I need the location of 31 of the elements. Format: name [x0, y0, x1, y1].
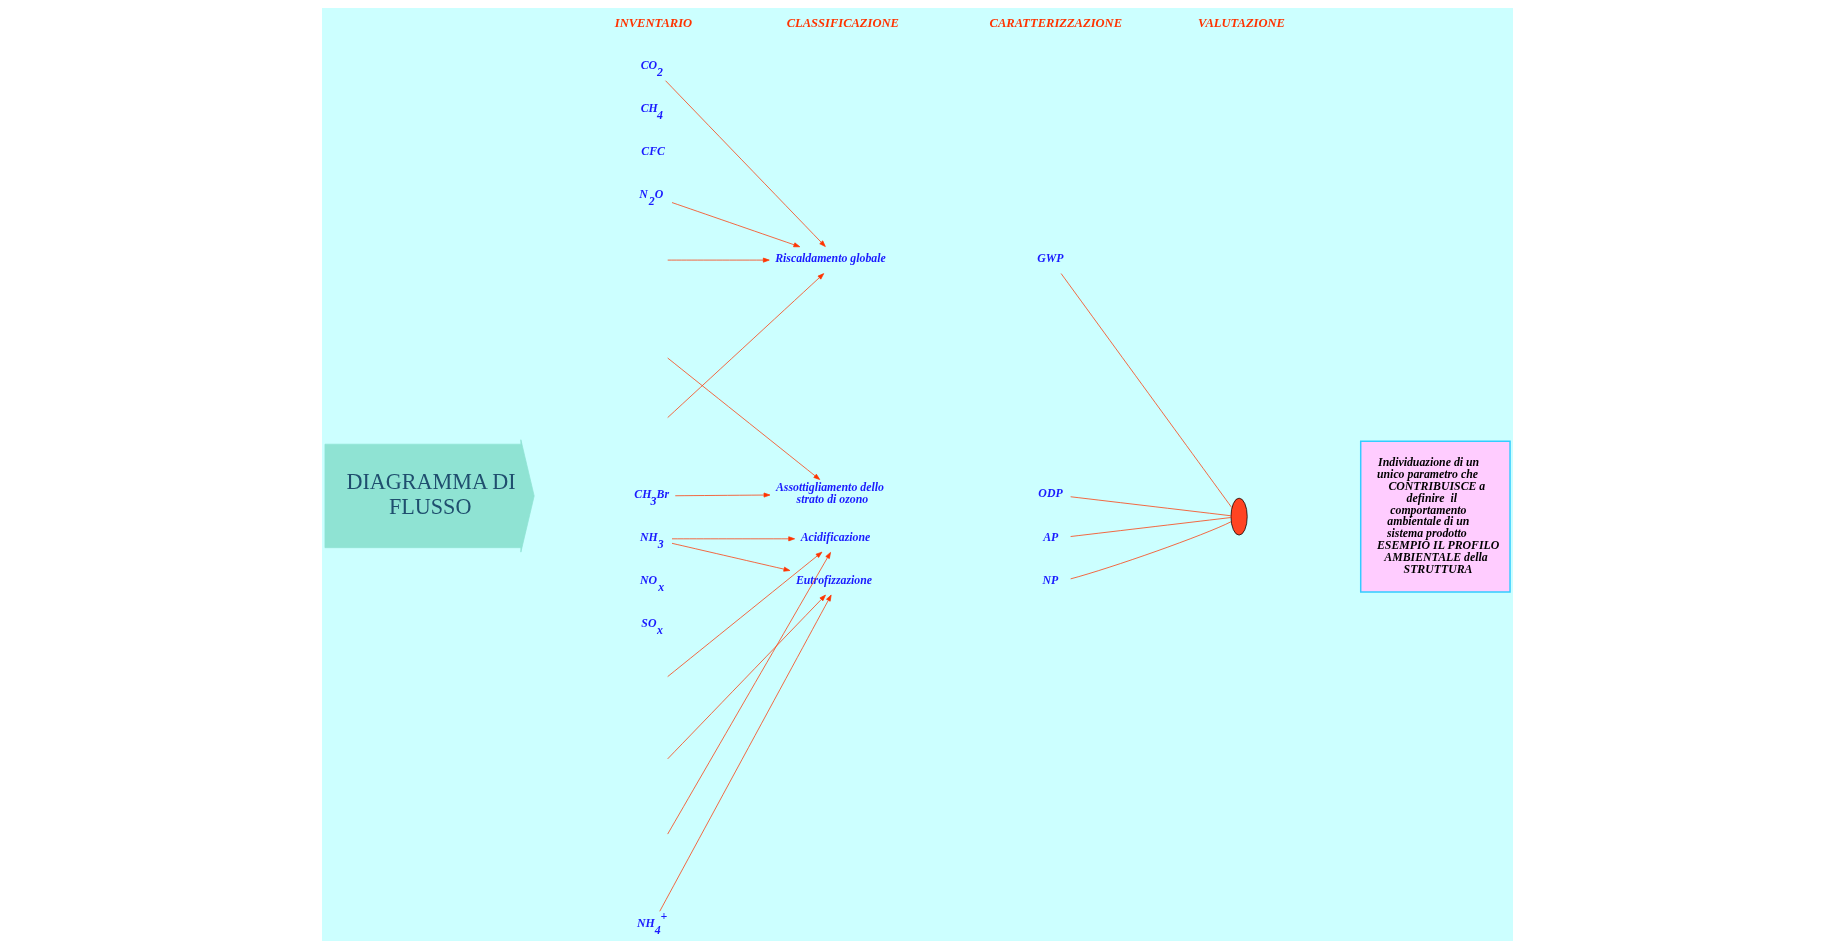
connector [1060, 273, 1232, 508]
arrow [671, 202, 800, 248]
node-text: CFC [640, 143, 665, 158]
node-text: GWP [1036, 251, 1064, 266]
arrow [666, 257, 770, 263]
arrow [671, 536, 795, 542]
label: CLASSIFICAZIONE [786, 15, 899, 30]
node-text: Acidificazione [800, 529, 870, 544]
arrow [666, 357, 820, 480]
connector [1069, 496, 1231, 517]
node-text: Assottigliamento dello strato di ozono [775, 480, 884, 507]
arrow [674, 492, 770, 498]
arrow [666, 552, 831, 835]
arrow [666, 273, 824, 418]
arrow [666, 594, 832, 760]
arrow [666, 551, 822, 677]
node-text: Eutrofizzazione [795, 572, 872, 587]
node-text: AP [1042, 529, 1058, 544]
arrow [658, 594, 832, 912]
connector [1069, 517, 1231, 537]
label: VALUTAZIONE [1197, 15, 1285, 30]
label: CARATTERIZZAZIONE [989, 15, 1122, 30]
node-text: NP [1041, 572, 1058, 587]
connector [1069, 521, 1231, 580]
arrow [664, 80, 826, 247]
node-text: Riscaldamento globale [774, 251, 886, 266]
node-box: Individuazione di un unico parametro che CONTRIBUISCE a definire il comportamento ambientale di un sistema prodotto ESEMPIO IL PROFILO AMBIENTALE della STRUTTURA [1359, 440, 1511, 593]
arrow [671, 542, 790, 572]
label: INVENTARIO [614, 15, 692, 30]
node-ellipse [1230, 497, 1248, 536]
node-text: ODP [1037, 485, 1063, 500]
